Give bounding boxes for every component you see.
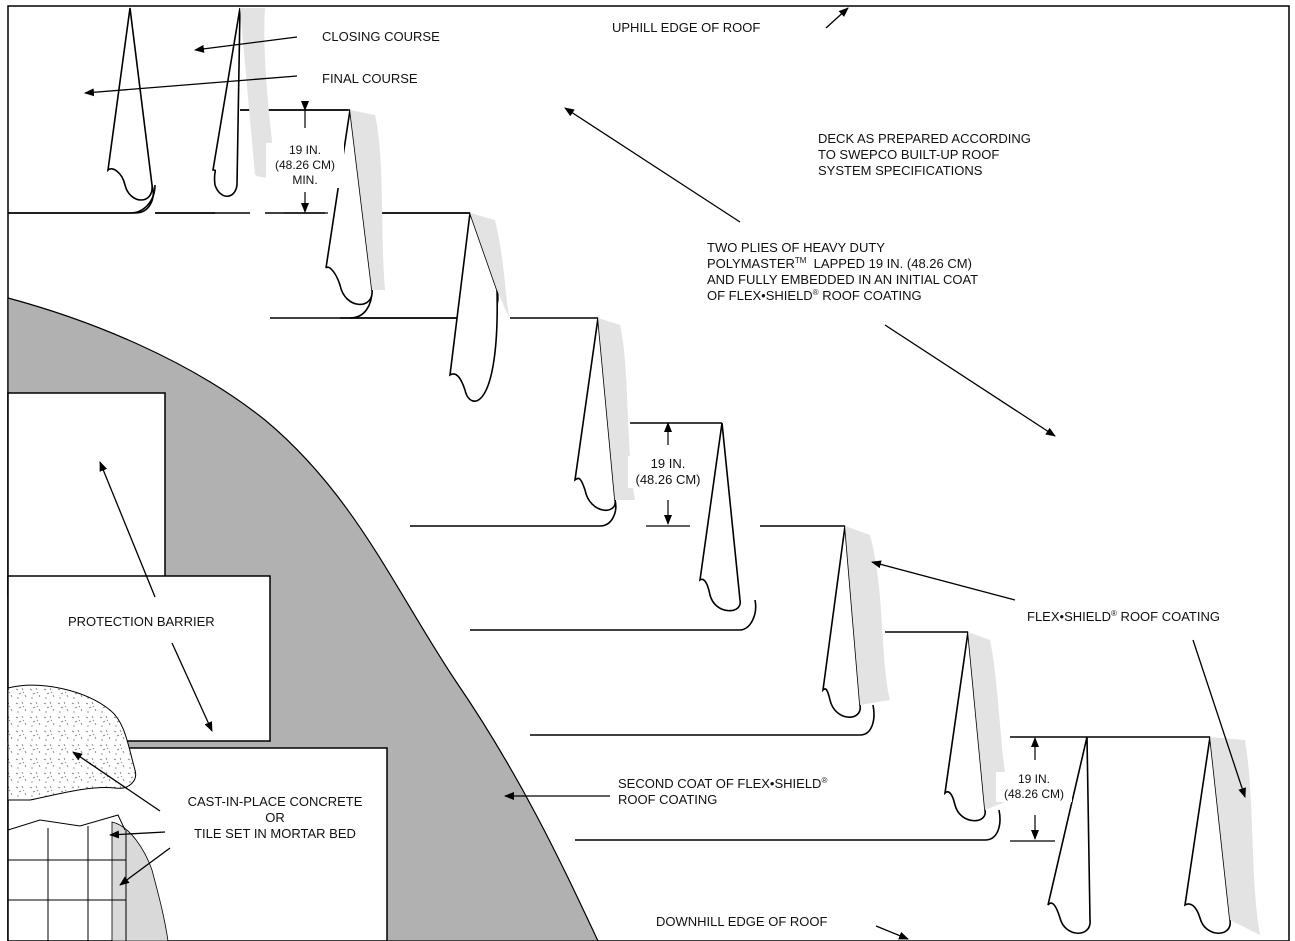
deck-line-3: SYSTEM SPECIFICATIONS — [818, 163, 983, 178]
dimension-top-label: 19 IN. (48.26 CM) MIN. — [266, 143, 344, 188]
uphill-edge-label: UPHILL EDGE OF ROOF — [612, 20, 761, 35]
deck-line-2: TO SWEPCO BUILT-UP ROOF — [818, 147, 1000, 162]
arrow-closing-course — [194, 36, 298, 53]
ply-cone — [1047, 736, 1091, 934]
arrow-protection-up — [99, 461, 156, 598]
ply-cone — [698, 422, 741, 612]
ply-cone — [821, 525, 861, 718]
ply-cone — [1183, 736, 1231, 934]
ply-cone — [449, 212, 498, 402]
plies-line-2: POLYMASTERTM LAPPED 19 IN. (48.26 CM) — [707, 256, 972, 271]
dimension-bottom-label: 19 IN. (48.26 CM) — [996, 772, 1072, 802]
arrow-uphill-edge — [825, 7, 849, 29]
closing-course-label: CLOSING COURSE — [322, 29, 440, 44]
concrete-label: CAST-IN-PLACE CONCRETE OR TILE SET IN MO… — [165, 794, 385, 842]
deck-label: DECK AS PREPARED ACCORDING TO SWEPCO BUI… — [818, 131, 1031, 179]
downhill-edge-label: DOWNHILL EDGE OF ROOF — [656, 914, 828, 929]
deck-line-1: DECK AS PREPARED ACCORDING — [818, 131, 1031, 146]
ply-cone — [212, 7, 241, 198]
dimension-middle-label: 19 IN. (48.26 CM) — [628, 456, 708, 488]
arrow-final-course — [84, 75, 298, 97]
arrow-plies — [884, 324, 1056, 437]
ply-cone — [325, 109, 373, 306]
ply-cone — [106, 7, 153, 201]
plies-label: TWO PLIES OF HEAVY DUTY POLYMASTERTM LAP… — [707, 240, 978, 304]
plies-line-4: OF FLEX•SHIELD® ROOF COATING — [707, 288, 922, 303]
arrow-downhill-edge — [875, 925, 909, 940]
second-coat-label: SECOND COAT OF FLEX•SHIELD® ROOF COATING — [618, 776, 828, 807]
arrow-protection-down — [171, 642, 213, 732]
arrow-mortar — [119, 847, 171, 886]
arrow-concrete — [72, 751, 161, 812]
ply-cone — [573, 317, 616, 512]
arrow-flex-shield-2 — [1192, 639, 1246, 798]
final-course-label: FINAL COURSE — [322, 71, 418, 86]
flex-shield-label: FLEX•SHIELD® ROOF COATING — [1027, 609, 1220, 624]
plies-line-3: AND FULLY EMBEDDED IN AN INITIAL COAT — [707, 272, 979, 287]
cast-in-place-concrete — [7, 684, 137, 801]
arrow-deck — [564, 107, 741, 223]
arrow-tile — [109, 830, 166, 839]
plies-line-1: TWO PLIES OF HEAVY DUTY — [707, 240, 885, 255]
protection-barrier-panel-1 — [7, 392, 166, 597]
arrow-flex-shield-1 — [871, 560, 1016, 601]
ply-cone — [943, 631, 986, 822]
protection-barrier-label: PROTECTION BARRIER — [68, 614, 215, 629]
